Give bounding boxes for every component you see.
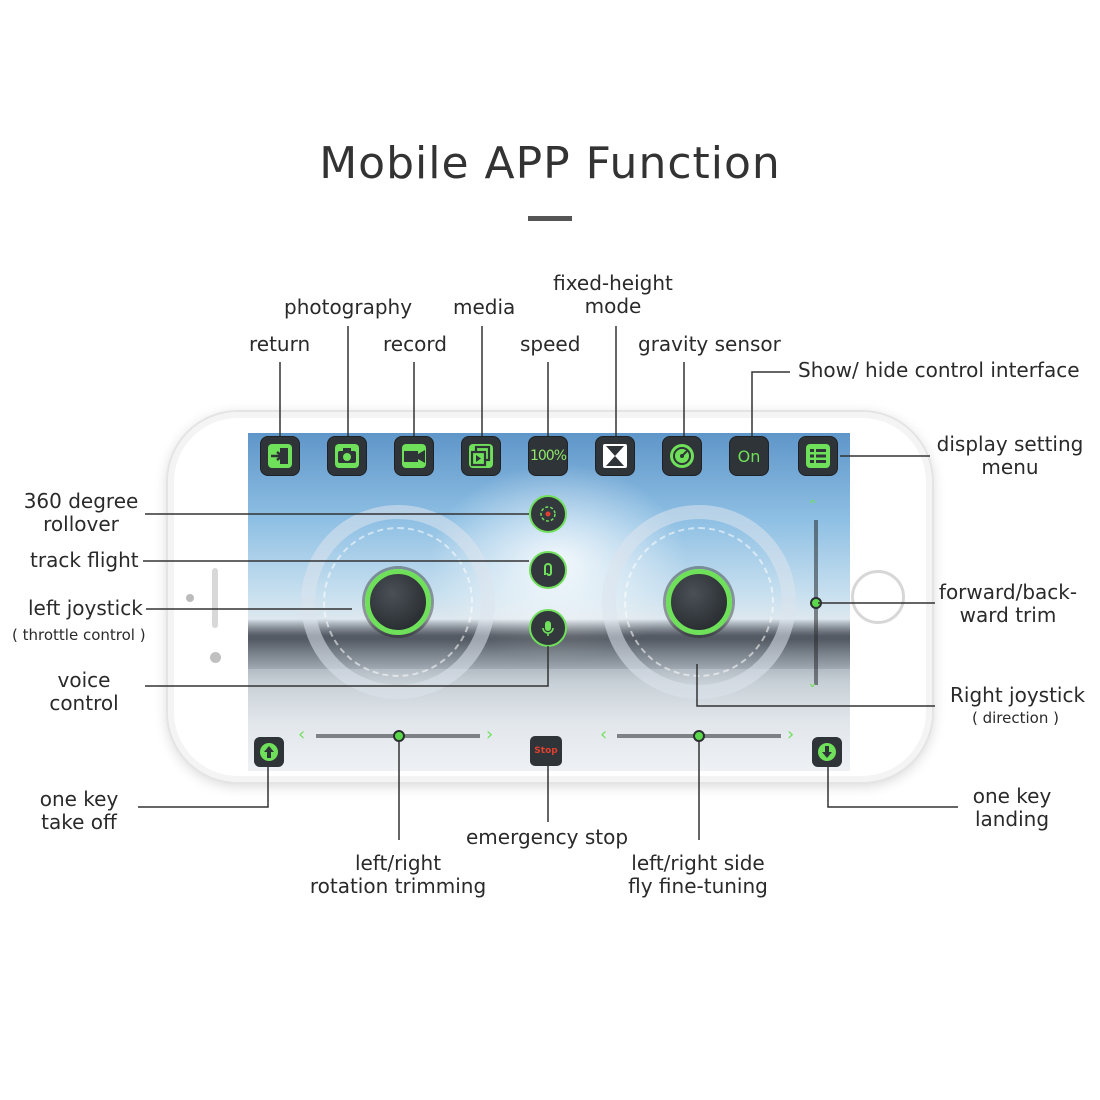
label-photography: photography [284, 295, 413, 319]
label-show-hide: Show/ hide control interface [798, 358, 1080, 382]
label-landing-line2: landing [974, 807, 1050, 831]
label-landing-line1: one key [972, 784, 1052, 808]
fixed-height-button[interactable] [595, 436, 635, 476]
record-button[interactable] [394, 436, 434, 476]
rotation-trim-left-icon[interactable]: ‹ [298, 724, 306, 745]
track-icon [544, 563, 552, 576]
label-rotation-trim-line2: rotation trimming [309, 874, 487, 898]
label-gravity-sensor: gravity sensor [638, 332, 781, 356]
label-emergency-stop: emergency stop [466, 825, 629, 849]
takeoff-button[interactable] [254, 737, 284, 767]
rotation-trim-knob[interactable] [393, 730, 405, 742]
label-right-joystick: Right joystick [950, 683, 1086, 707]
label-left-joystick-sub: ( throttle control ) [12, 626, 146, 644]
label-forward-trim-line1: forward/back- [938, 580, 1078, 604]
label-record: record [383, 332, 447, 356]
return-button[interactable] [260, 436, 300, 476]
camera-icon [335, 444, 359, 468]
forward-trim-down-icon[interactable]: ˇ [808, 682, 817, 703]
phone-home-button [851, 570, 905, 624]
label-fixed-height-line2: mode [584, 294, 642, 318]
label-rotation-trim: left/right rotation trimming [300, 852, 496, 898]
label-side-fly: left/right side fly fine-tuning [616, 852, 780, 898]
arrow-up-icon [260, 743, 278, 761]
speed-button[interactable]: 100% [528, 436, 568, 476]
media-icon [469, 444, 493, 468]
phone-camera [210, 652, 221, 663]
title-underline [528, 216, 572, 221]
label-rollover-line2: rollover [43, 512, 119, 536]
phone-sensor [186, 594, 194, 602]
rollover-button[interactable] [529, 495, 567, 533]
photography-button[interactable] [327, 436, 367, 476]
right-joystick[interactable] [666, 569, 732, 635]
rotation-trim-right-icon[interactable]: › [486, 724, 494, 745]
label-display-menu-line2: menu [981, 455, 1039, 479]
label-voice: voice control [34, 669, 134, 715]
menu-list-icon [806, 444, 830, 468]
media-button[interactable] [461, 436, 501, 476]
rollover-icon [540, 506, 556, 522]
label-forward-trim: forward/back- ward trim [936, 581, 1080, 627]
side-trim-left-icon[interactable]: ‹ [600, 724, 608, 745]
label-rotation-trim-line1: left/right [354, 851, 442, 875]
return-icon [268, 444, 292, 468]
label-display-menu: display setting menu [936, 433, 1084, 479]
speed-value: 100% [529, 448, 567, 464]
arrow-down-icon [818, 743, 836, 761]
label-left-joystick: left joystick [28, 596, 143, 620]
stop-label: Stop [534, 746, 558, 756]
label-display-menu-line1: display setting [936, 432, 1084, 456]
left-joystick[interactable] [365, 569, 431, 635]
forward-trim-up-icon[interactable]: ˆ [808, 498, 817, 519]
toggle-text: On [738, 447, 761, 466]
label-right-joystick-sub: ( direction ) [972, 709, 1059, 727]
label-takeoff-line2: take off [41, 810, 117, 834]
page-title: Mobile APP Function [319, 138, 781, 189]
landing-button[interactable] [812, 737, 842, 767]
gravity-icon [670, 444, 694, 468]
label-landing: one key landing [962, 785, 1062, 831]
label-fixed-height-line1: fixed-height [553, 271, 673, 295]
phone-speaker [212, 568, 218, 628]
show-hide-button[interactable]: On [729, 436, 769, 476]
microphone-icon [542, 621, 554, 636]
label-voice-line1: voice [57, 668, 111, 692]
side-trim-knob[interactable] [693, 730, 705, 742]
label-takeoff: one key take off [30, 788, 128, 834]
label-speed: speed [520, 332, 581, 356]
label-fixed-height: fixed-height mode [550, 272, 676, 318]
label-media: media [453, 295, 516, 319]
gravity-sensor-button[interactable] [662, 436, 702, 476]
forward-trim-knob[interactable] [810, 597, 822, 609]
on-toggle-icon: On [738, 447, 761, 466]
label-side-fly-line2: fly fine-tuning [628, 874, 768, 898]
track-flight-button[interactable] [529, 551, 567, 589]
label-forward-trim-line2: ward trim [959, 603, 1057, 627]
label-return: return [249, 332, 311, 356]
side-trim-right-icon[interactable]: › [787, 724, 795, 745]
voice-control-button[interactable] [529, 609, 567, 647]
label-rollover-line1: 360 degree [23, 489, 139, 513]
label-track-flight: track flight [30, 548, 139, 572]
label-takeoff-line1: one key [39, 787, 119, 811]
video-icon [402, 444, 426, 468]
label-voice-line2: control [49, 691, 119, 715]
hourglass-icon [603, 444, 627, 468]
label-side-fly-line1: left/right side [631, 851, 765, 875]
label-rollover: 360 degree rollover [20, 490, 142, 536]
settings-menu-button[interactable] [798, 436, 838, 476]
emergency-stop-button[interactable]: Stop [530, 736, 562, 766]
